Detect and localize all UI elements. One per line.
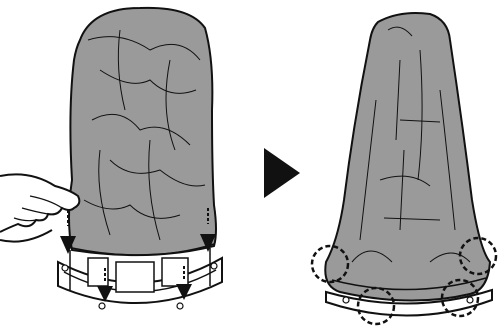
right-panel <box>312 13 496 324</box>
filter-bag-left <box>69 8 216 255</box>
filter-bag-right <box>325 13 490 301</box>
hand-icon <box>0 174 79 241</box>
right-triangle-arrow-icon <box>264 148 300 198</box>
filter-frame-left <box>58 248 222 309</box>
left-panel <box>0 8 222 309</box>
